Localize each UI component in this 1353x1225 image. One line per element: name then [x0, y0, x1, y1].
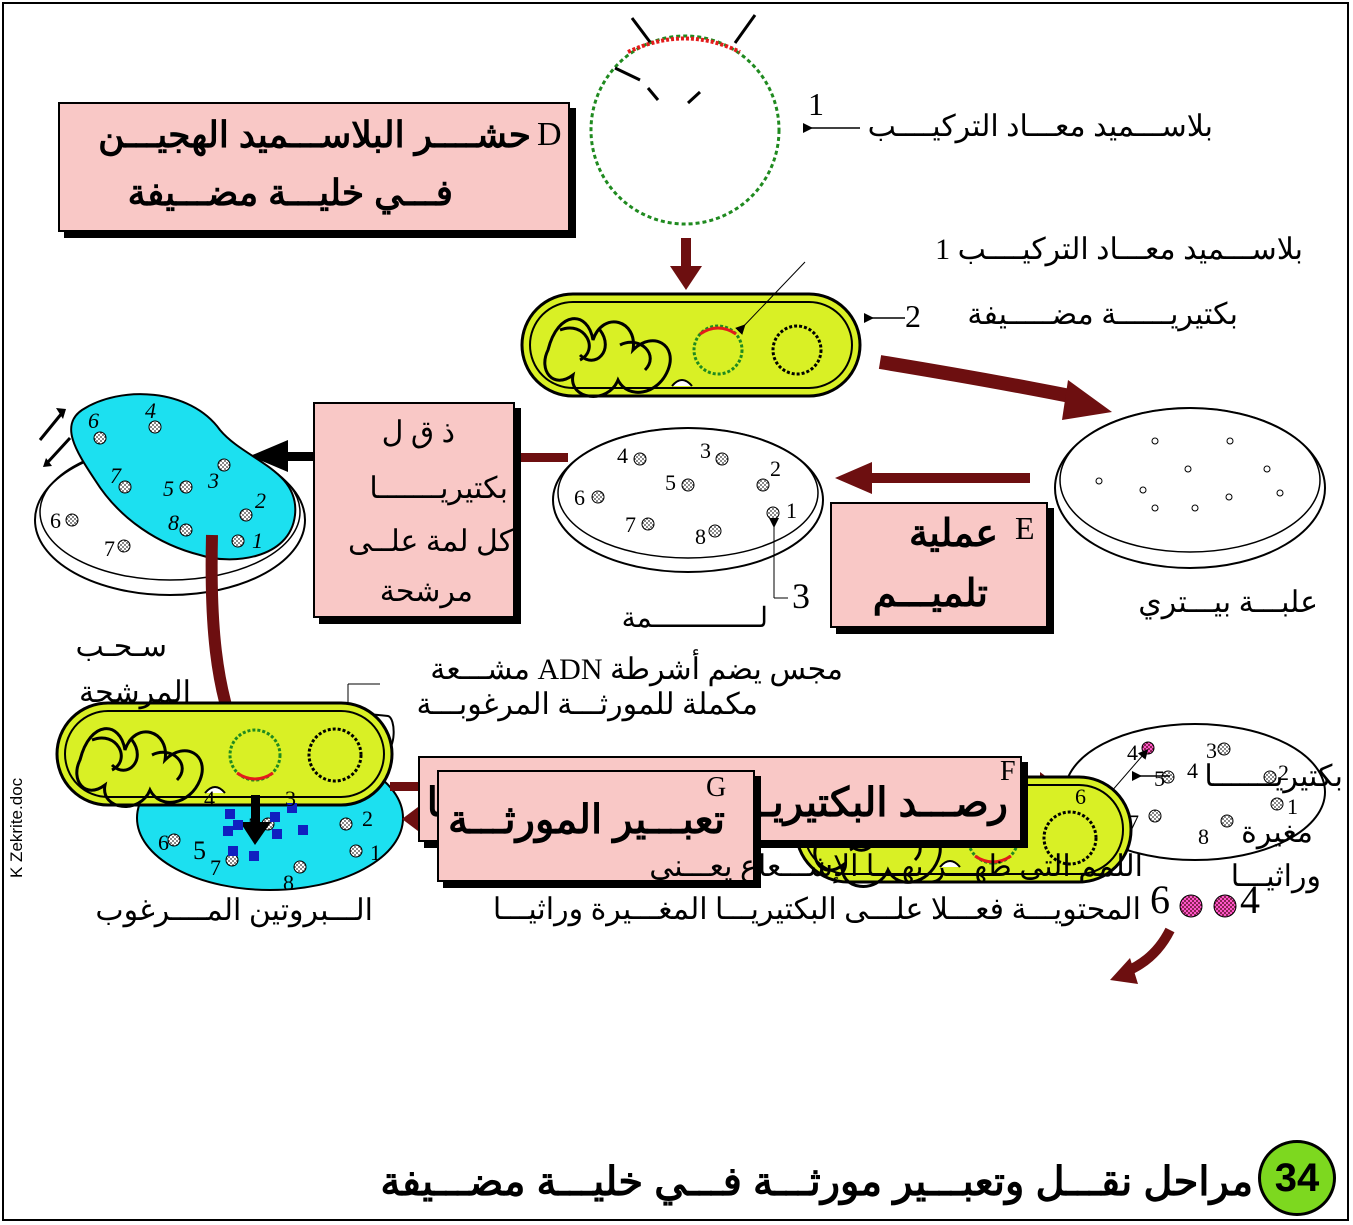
colony-number: 7 [110, 463, 121, 488]
step-d-box [58, 102, 570, 232]
colony-number: 5 [665, 470, 676, 495]
step-g-box [437, 770, 755, 882]
colony-number: 2 [1278, 760, 1289, 785]
label-colony: لـــــــــــــمة [621, 603, 768, 634]
bacterium-icon [520, 292, 862, 398]
label-pull-1: سـحـب [75, 630, 167, 663]
colony-number: 2 [362, 806, 373, 831]
figure-number-badge: 34 [1258, 1140, 1336, 1216]
drag-arrows [38, 408, 72, 467]
colony-number: 7 [1128, 810, 1139, 835]
label-protein-num: 5 [193, 836, 206, 865]
label-protein: الـــبروتين المــــرغوب [95, 894, 373, 927]
colony-number: 3 [285, 786, 296, 811]
colony-number: 3 [208, 468, 219, 493]
colony-number: 7 [104, 536, 115, 561]
transfer-line1: ذ ق ل [381, 416, 455, 449]
label-recombinant-plasmid: بلاســـميد معـــاد التركيــــب [867, 110, 1213, 143]
transfer-line3: كل لمة علــى [348, 525, 513, 558]
colony-number: 8 [1198, 824, 1209, 849]
colony-number: 4 [204, 786, 215, 811]
arrow-down [240, 795, 271, 845]
step-e-box [830, 502, 1048, 628]
radioactive-colony-icon [1179, 894, 1237, 918]
label-probe-1: مجس يضم أشرطة ADN مشـــعة [430, 653, 843, 686]
transfer-line4: مرشحة [379, 575, 473, 608]
connector [518, 453, 568, 462]
colony-number: 7 [210, 855, 221, 880]
label-num-6: 6 [1150, 877, 1170, 922]
page-title: مراحل نقـــل وتعبـــير مورثـــة فـــي خل… [380, 1160, 1253, 1204]
arrow-curve [1110, 927, 1175, 984]
colony-number: 3 [700, 438, 711, 463]
label-modified-num: 4 [1187, 758, 1198, 783]
step-g-letter: G [706, 772, 727, 803]
label-pull-2: المرشحة [79, 676, 191, 709]
step-g-text: تعبـــير المورثـــة [447, 798, 725, 842]
colony-number: 6 [158, 830, 169, 855]
colony-number: 8 [168, 510, 179, 535]
label-colonies-1: اللمم التي ظهـــر بهـــا الإشـــعاع يعــ… [649, 850, 1143, 883]
step-e-line1: عملية [908, 513, 998, 555]
pointer-arrow [735, 261, 806, 335]
label-num-4: 4 [1240, 877, 1260, 922]
label-modified-1: بكتيريـــــــا [1204, 760, 1343, 793]
arrow-left [835, 462, 1030, 494]
colony-number: 6 [574, 485, 585, 510]
colony-number: 7 [625, 512, 636, 537]
colony-number: 4 [145, 398, 156, 423]
filter-dish-icon [34, 393, 306, 596]
colony-number: 1 [252, 528, 263, 553]
step-e-line2: تلميـــم [872, 573, 988, 615]
colony-number: 8 [695, 524, 706, 549]
colony-number: 2 [255, 488, 266, 513]
colony-number: 1 [786, 498, 797, 523]
arrow-left [250, 440, 315, 472]
label-petri-dish: علبـــة بيـــتري [1138, 586, 1318, 619]
colony-number: 2 [770, 456, 781, 481]
label-num-2: 2 [905, 298, 921, 334]
connector [390, 782, 418, 791]
colony-number: 4 [617, 443, 628, 468]
colony-number: 5 [163, 476, 174, 501]
arrow-to-petri [878, 355, 1112, 420]
colony-number: 3 [1206, 738, 1217, 763]
label-num-3: 3 [792, 576, 810, 616]
step-e-letter: E [1015, 510, 1035, 546]
colony-number: 1 [370, 840, 381, 865]
colony-number: 8 [283, 870, 294, 895]
plasmid-icon [589, 14, 781, 226]
petri-dish-icon [1054, 407, 1326, 569]
colony-number: 6 [1075, 784, 1086, 809]
step-f-letter: F [1000, 756, 1016, 787]
label-num-1: 1 [808, 86, 824, 122]
colony-number: 6 [88, 408, 99, 433]
arrow-down [670, 238, 702, 290]
author-label: K Zekrite.doc [7, 777, 26, 878]
colony-number: 6 [50, 508, 61, 533]
label-modified-3: وراثيـــا [1230, 860, 1321, 893]
step-d-line1: حشــــر البلاســـميد الهجيـــن [98, 114, 531, 155]
label-recombinant-plasmid-2: بلاســـميد معـــاد التركيــــب 1 [935, 233, 1303, 266]
colony-number: 5 [1154, 766, 1165, 791]
colony-number: 1 [1287, 794, 1298, 819]
label-colonies-2: المحتويـــة فعـــلا علـــى البكتيريـــا … [492, 893, 1141, 926]
petri-dish-icon [552, 427, 824, 573]
step-d-line2: فـــي خليـــة مضـــيفة [127, 172, 453, 213]
colony-number: 4 [1127, 740, 1138, 765]
step-d-letter: D [537, 116, 562, 153]
transfer-line2: بكتيريـــــــا [369, 472, 508, 505]
bacterium-icon [55, 701, 394, 808]
label-probe-2: مكملة للمورثـــة المرغوبـــة [416, 688, 758, 721]
label-modified-2: مغيرة [1241, 816, 1313, 849]
label-host-bacterium: بكتيريــــــة مضـــــيفة [967, 298, 1238, 331]
protein-icon [223, 803, 308, 861]
step-transfer-box [313, 402, 515, 618]
colony-number: 5 [248, 813, 259, 838]
